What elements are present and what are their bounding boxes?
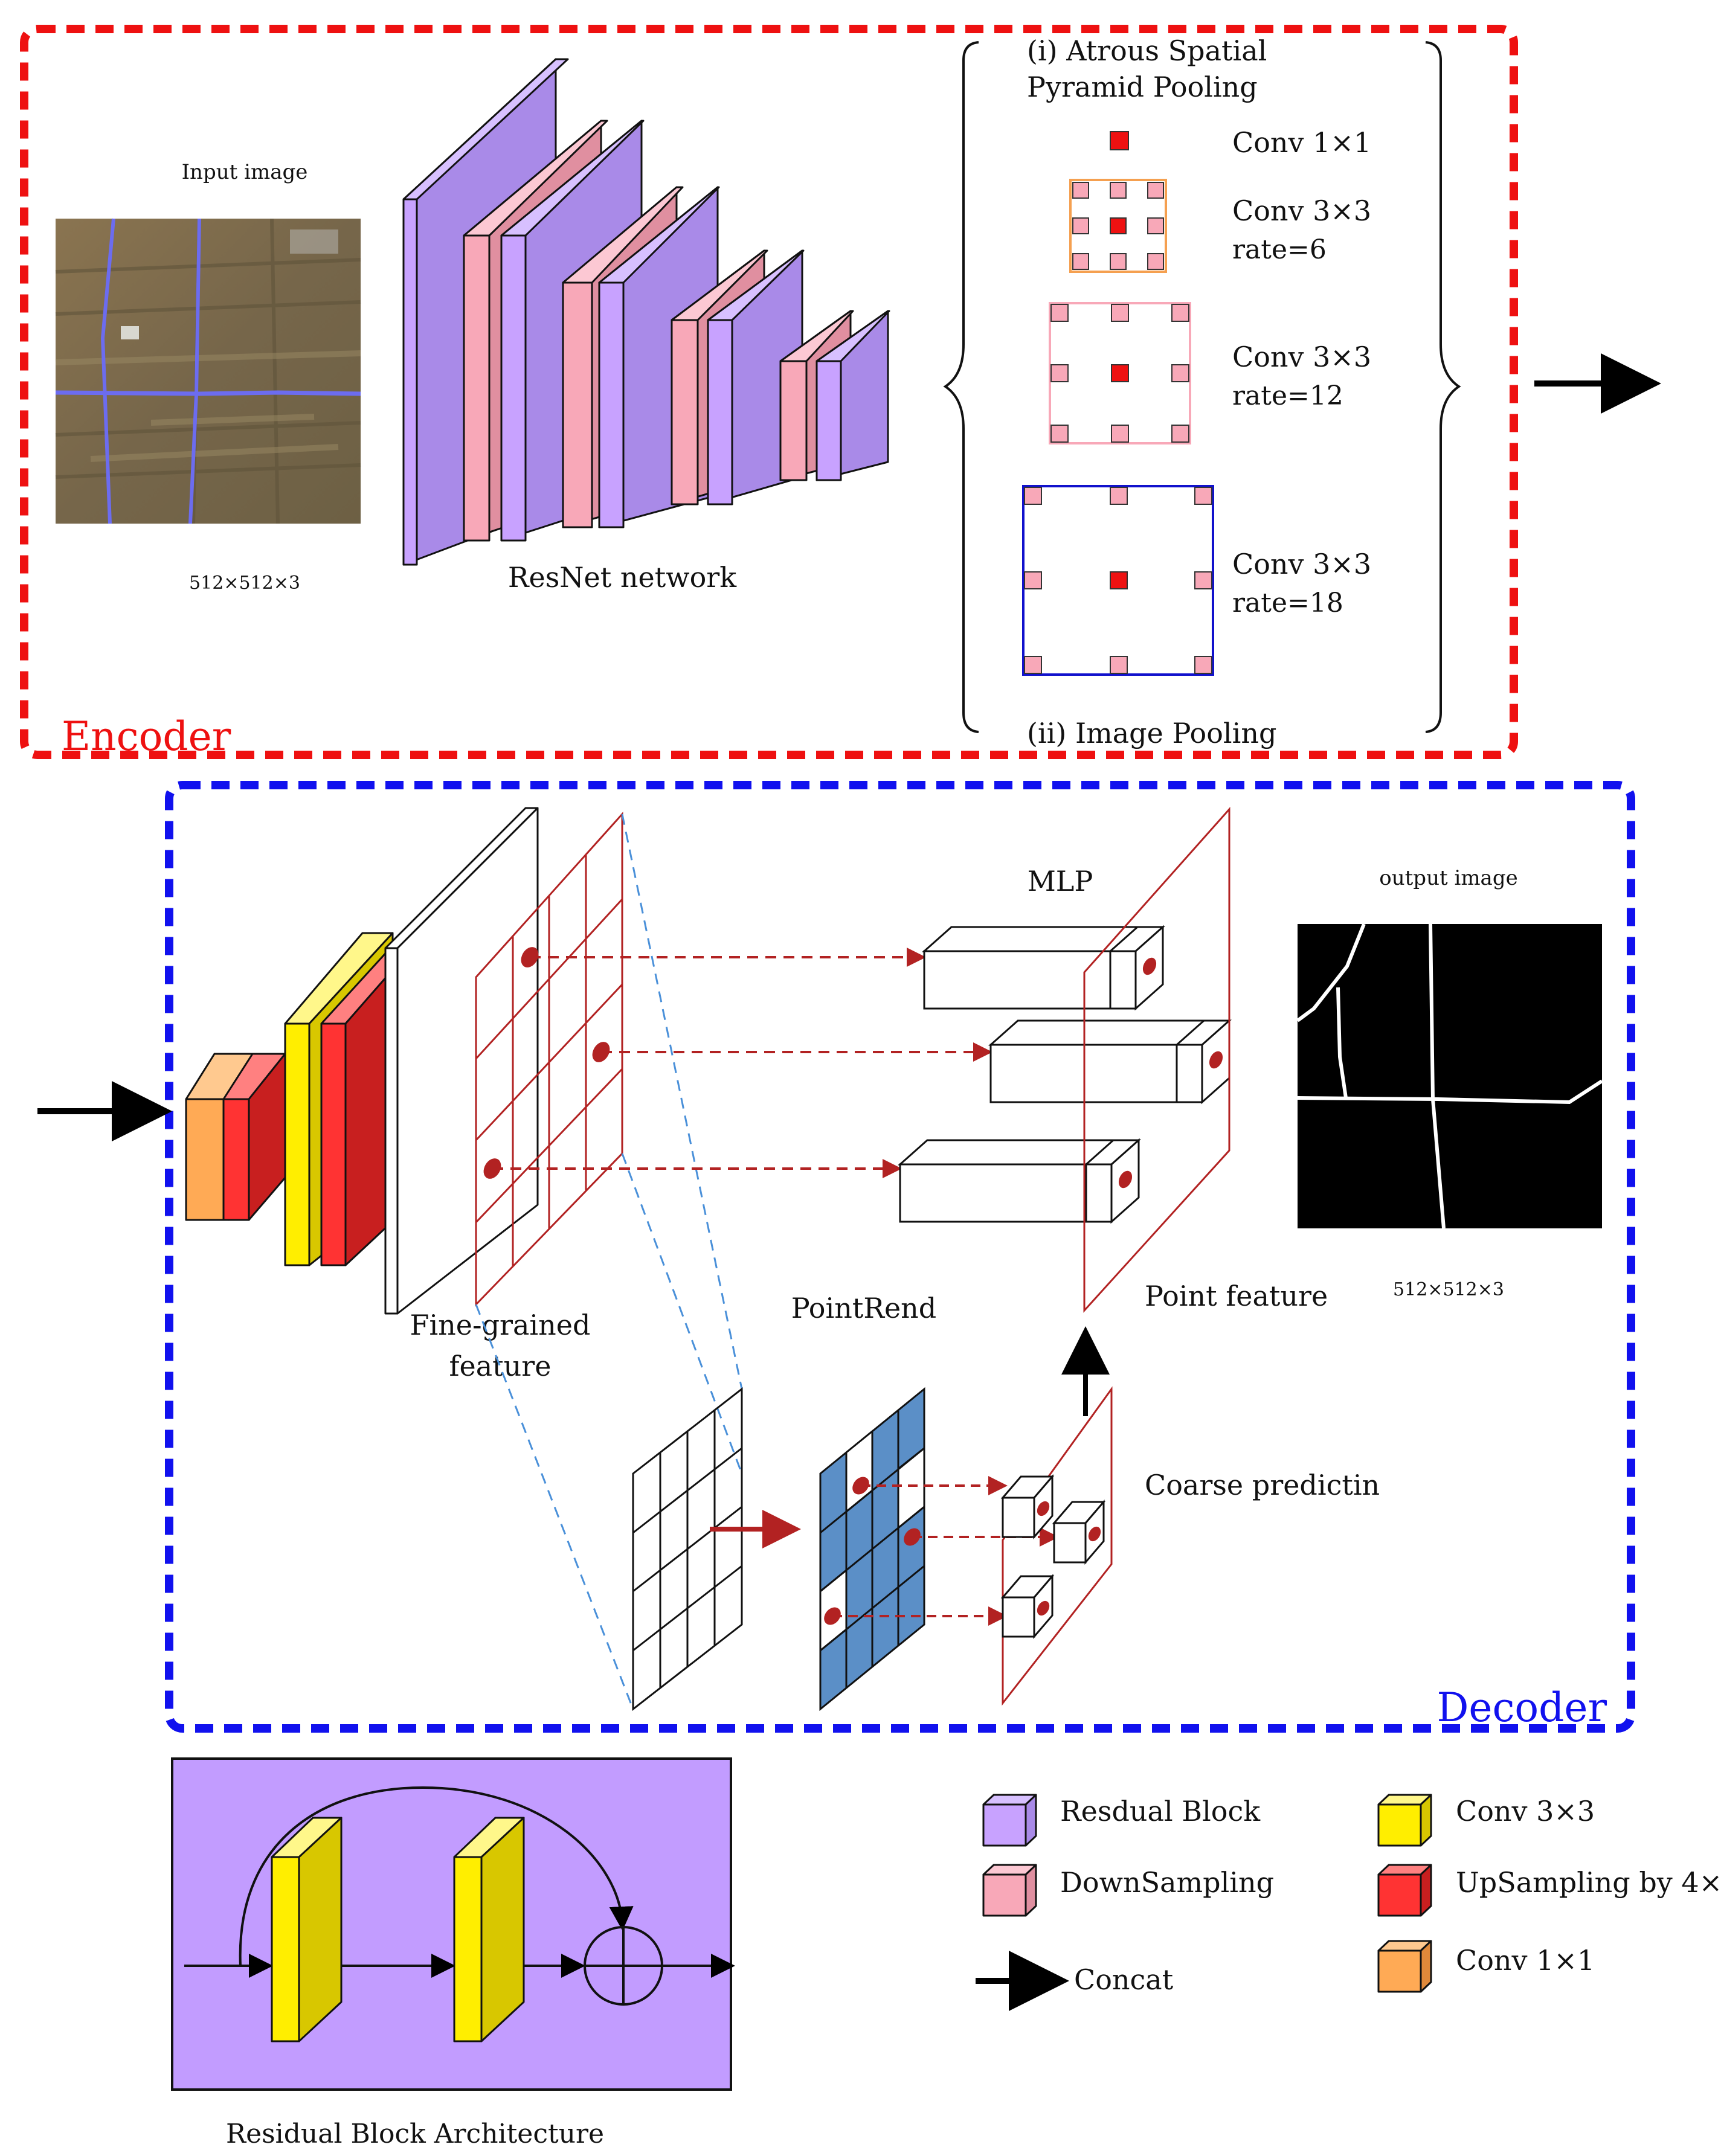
aspp-conv3-line2: rate=12	[1232, 380, 1343, 411]
aspp-conv2-line2: rate=6	[1232, 234, 1327, 265]
decoder-section: Decoder	[37, 781, 1635, 1733]
input-image-size: 512×512×3	[189, 573, 300, 594]
mlp-bar-1	[922, 925, 1165, 1011]
fine-grained-label-line1: Fine-grained	[410, 1309, 591, 1341]
legend-conv3x3-label: Conv 3×3	[1456, 1795, 1595, 1827]
conv3x3-rate6-kernel	[1069, 179, 1167, 273]
aspp-heading-line2: Pyramid Pooling	[1027, 71, 1258, 103]
conv1x1-kernel	[1110, 131, 1129, 150]
legend-concat: Concat	[976, 1951, 1174, 2011]
residual-block-panel	[171, 1757, 732, 2091]
aspp-conv1-label: Conv 1×1	[1232, 126, 1371, 159]
aspp-image-pooling-label: (ii) Image Pooling	[1027, 717, 1276, 749]
mlp-bars	[898, 925, 1232, 1224]
legend-residual-block: Resdual Block	[982, 1794, 1261, 1847]
pointrend-label: PointRend	[791, 1292, 937, 1324]
coarse-prediction-cubes	[1000, 1474, 1106, 1640]
point-feature-label: Point feature	[1145, 1280, 1328, 1312]
fine-grained-label-line2: feature	[449, 1350, 552, 1382]
legend-residual-label: Resdual Block	[1060, 1795, 1261, 1827]
aspp-conv4-line1: Conv 3×3	[1232, 548, 1371, 580]
projection-lines	[475, 813, 743, 1710]
legend-downsampling-label: DownSampling	[1060, 1866, 1274, 1899]
legend-upsampling-label: UpSampling by 4×	[1456, 1866, 1721, 1899]
coarse-prediction-label: Coarse predictin	[1145, 1469, 1380, 1501]
residual-block-caption: Residual Block Architecture	[226, 2119, 604, 2149]
legend-concat-label: Concat	[1074, 1963, 1174, 1996]
input-image	[55, 218, 361, 524]
decoder-border	[165, 781, 1635, 1733]
legend-conv3x3: Conv 3×3	[1377, 1794, 1595, 1847]
resnet-block-residual-5	[815, 310, 890, 481]
decoder-fine-feature-plane	[384, 807, 539, 1315]
output-image-size: 512×512×3	[1393, 1279, 1504, 1300]
resnet-network	[402, 58, 890, 566]
mlp-label: MLP	[1028, 865, 1093, 897]
conv3x3-rate12-kernel	[1049, 302, 1191, 444]
aspp-conv4-line2: rate=18	[1232, 588, 1343, 618]
legend: Resdual Block DownSampling Concat Conv 3…	[976, 1794, 1721, 2011]
legend-conv1x1-label: Conv 1×1	[1456, 1944, 1595, 1977]
residual-conv-1	[271, 1817, 343, 2042]
output-image	[1296, 923, 1603, 1229]
residual-add-node	[584, 1926, 663, 2006]
aspp-heading-line1: (i) Atrous Spatial	[1027, 34, 1267, 67]
coarse-prediction-plane	[1002, 1386, 1113, 1706]
encoder-border	[20, 25, 1518, 759]
aspp-bracket	[943, 41, 1461, 733]
conv3x3-rate18-kernel	[1022, 485, 1214, 676]
aspp-conv2-line1: Conv 3×3	[1232, 194, 1371, 227]
input-image-title: Input image	[182, 160, 308, 184]
encoder-label: Encoder	[62, 713, 231, 760]
decoder-upsampling-block-1	[222, 1053, 286, 1221]
decoder-blocks	[185, 807, 539, 1315]
residual-conv-2	[453, 1817, 525, 2042]
fine-to-mlp-arrows	[492, 948, 992, 1178]
output-image-title: output image	[1379, 866, 1517, 890]
point-feature-plane	[1083, 807, 1230, 1313]
decoder-label: Decoder	[1436, 1684, 1607, 1731]
mlp-bar-2	[988, 1018, 1232, 1105]
mlp-bar-3	[898, 1138, 1141, 1224]
legend-downsampling: DownSampling	[982, 1864, 1274, 1917]
legend-conv1x1: Conv 1×1	[1377, 1940, 1595, 1993]
residual-block-architecture: Residual Block Architecture	[171, 1757, 735, 2149]
coarse-prediction-grid	[819, 1387, 925, 1712]
legend-upsampling: UpSampling by 4×	[1377, 1864, 1721, 1917]
encoder-section: Encoder Input image 512×512×3	[20, 25, 1661, 760]
aspp-conv3-line1: Conv 3×3	[1232, 341, 1371, 373]
skip-connection	[239, 1786, 634, 1966]
coarse-grid	[632, 1387, 743, 1712]
resnet-network-label: ResNet network	[508, 561, 737, 594]
